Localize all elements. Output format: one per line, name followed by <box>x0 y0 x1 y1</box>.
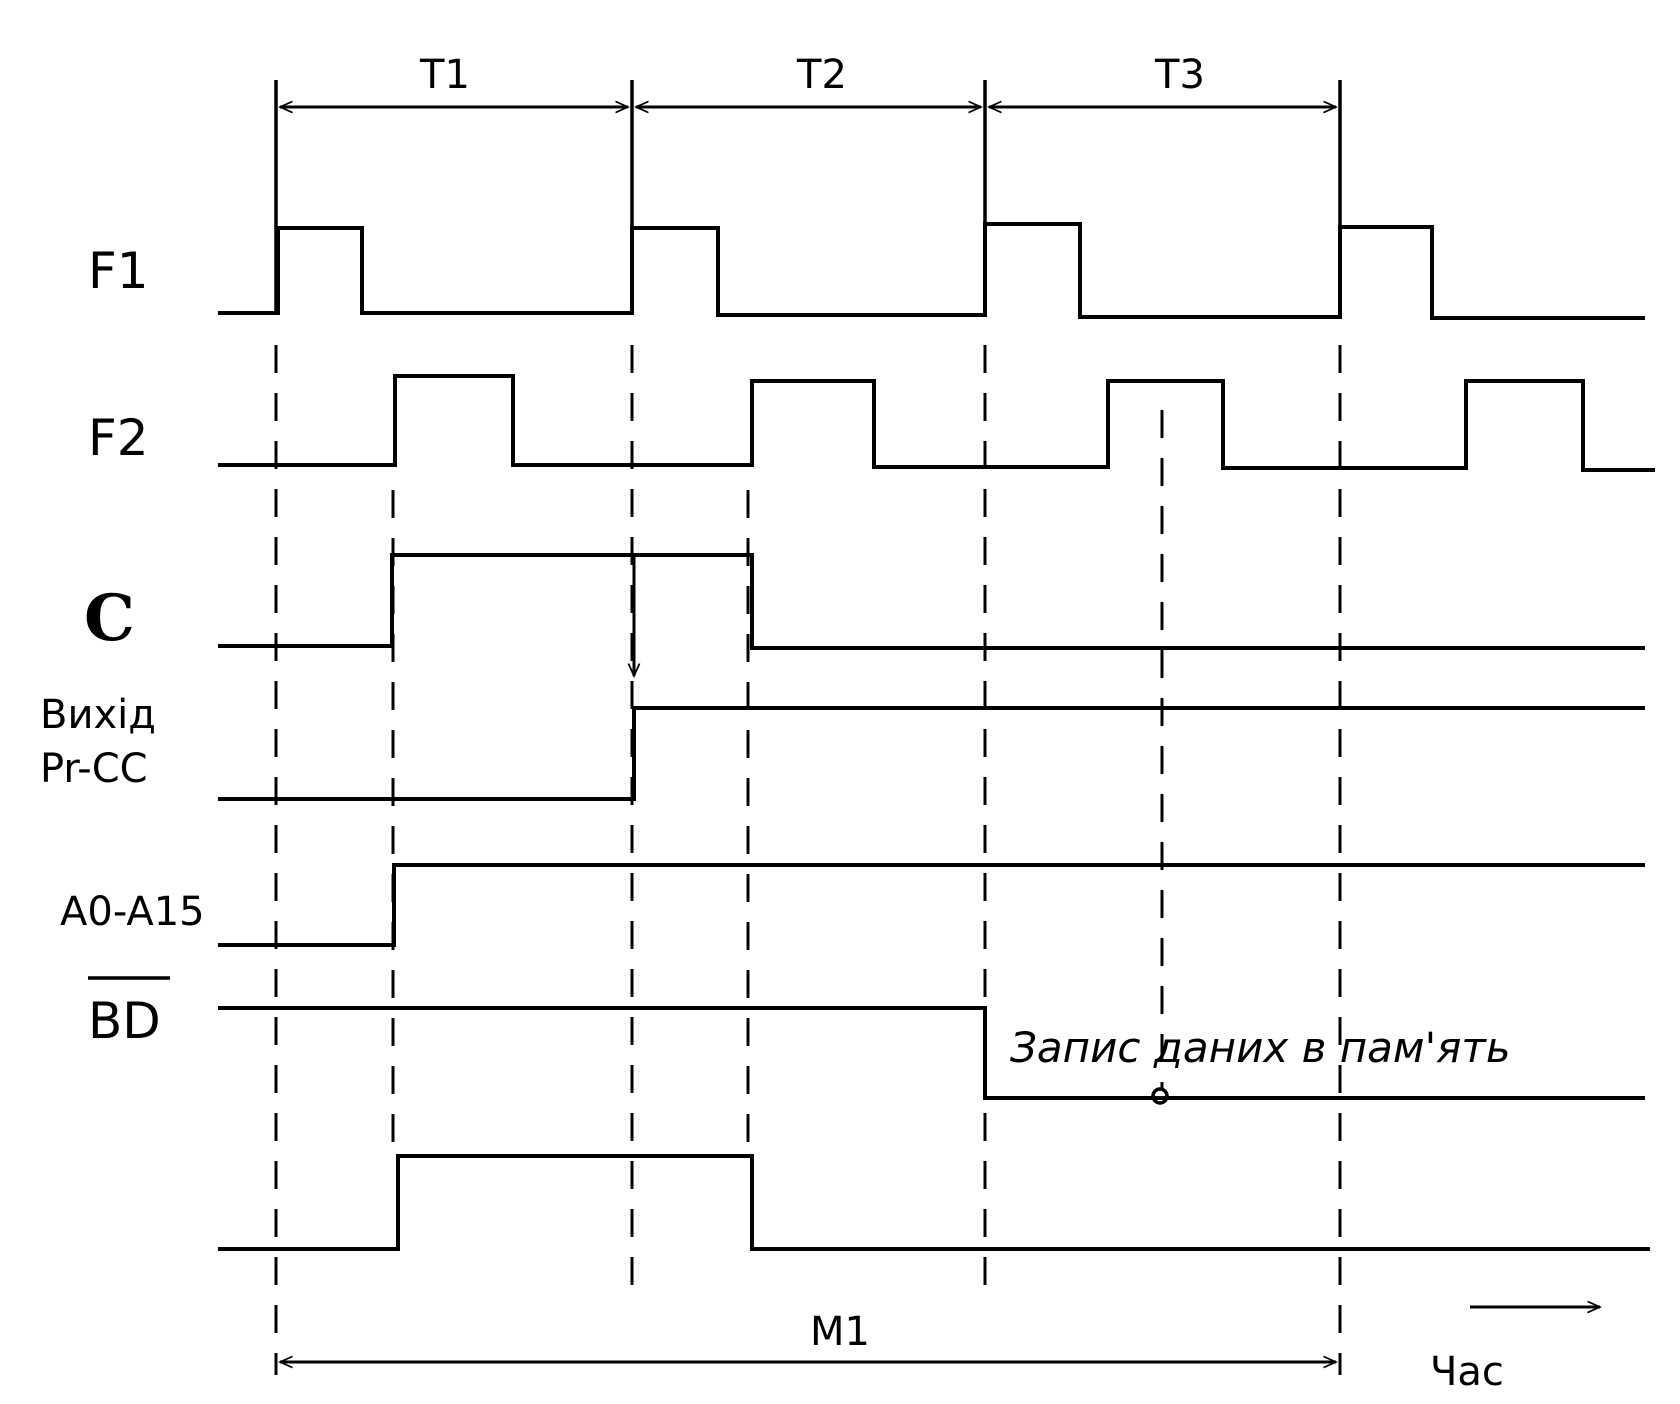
signal-address-waveform <box>218 863 1645 947</box>
signal-rgcc-waveform <box>218 706 1645 801</box>
signal-f2-label: F2 <box>88 409 149 467</box>
signal-c-waveform <box>218 553 1645 650</box>
write-annotation: Запис даних в пам'ять <box>1010 1023 1511 1072</box>
time-axis-label: Час <box>1430 1349 1504 1395</box>
signal-rgcc-label-line2: Pr-CC <box>40 746 148 792</box>
signal-f1-waveform <box>218 222 1645 320</box>
signal-wr-label: BD <box>88 992 161 1050</box>
signal-wr-waveform <box>218 1006 1645 1100</box>
write-strobe-point <box>1151 1087 1169 1105</box>
signal-rgcc-label-line1: Вихід <box>40 692 156 738</box>
signal-f2-waveform <box>218 374 1655 472</box>
signal-c-label: C <box>84 581 135 656</box>
period-t1-label: T1 <box>419 52 470 98</box>
period-t2-label: T2 <box>796 52 847 98</box>
signal-address-label: A0-A15 <box>60 889 205 935</box>
machine-cycle-label: M1 <box>810 1309 870 1355</box>
period-t3-label: T3 <box>1154 52 1205 98</box>
signal-last-waveform <box>218 1154 1650 1251</box>
signal-f1-label: F1 <box>88 242 149 300</box>
